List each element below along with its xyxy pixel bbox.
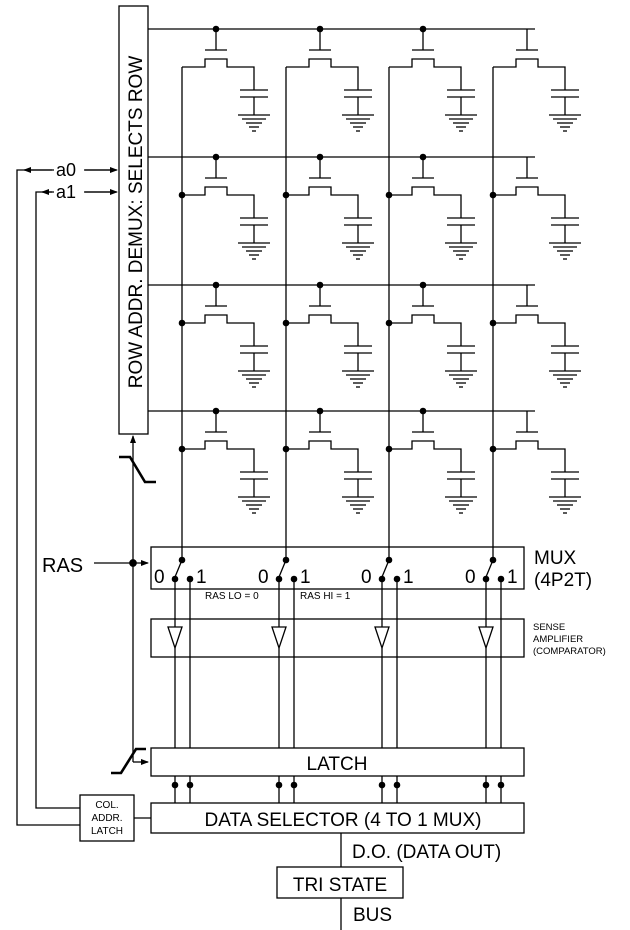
col-addr-line2: ADDR.: [91, 813, 122, 824]
mux-box: [150, 546, 525, 590]
comparator-label: (COMPARATOR): [533, 646, 606, 657]
ras-label: RAS: [42, 555, 83, 577]
switch-pos-0-label: 0: [258, 567, 269, 588]
memory-cell: [385, 153, 477, 260]
memory-cell: [282, 153, 374, 260]
junction-dot: [290, 781, 298, 789]
amplifier-triangle-icon: [478, 626, 494, 651]
ras-lo-note: RAS LO = 0: [205, 591, 259, 602]
ras-rising-edge-icon: [111, 747, 146, 775]
address-inputs: [16, 167, 118, 826]
junction-dot: [282, 445, 290, 453]
switch-pos-0-label: 0: [465, 567, 476, 588]
tri-state-label: TRI STATE: [293, 875, 387, 896]
junction-dot: [497, 781, 505, 789]
memory-cell: [282, 407, 374, 514]
amplifier: [374, 579, 398, 748]
memory-cell: [385, 407, 477, 514]
ras-signal: [94, 435, 156, 775]
memory-cell: [178, 407, 270, 514]
mux-label: MUX: [534, 548, 577, 569]
a1-label: a1: [56, 182, 76, 202]
row-address-demux: ROW ADDR. DEMUX: SELECTS ROW: [118, 5, 149, 435]
junction-dot: [385, 319, 393, 327]
latch-output: [171, 776, 194, 803]
memory-cell: [389, 25, 477, 132]
junction-dot: [489, 191, 497, 199]
sense-label: SENSE: [533, 622, 565, 633]
junction-dot: [482, 781, 490, 789]
switch-pos-1-label: 1: [300, 567, 311, 588]
amplifier-triangle-icon: [167, 626, 183, 651]
memory-cell: [286, 25, 374, 132]
amplifier: [271, 579, 295, 748]
latch-output: [275, 776, 298, 803]
junction-dot: [385, 191, 393, 199]
memory-cell: [493, 29, 581, 132]
sense-amplifier-box: [150, 618, 525, 658]
junction-dot: [378, 781, 386, 789]
latch-label: LATCH: [307, 754, 368, 775]
data-selector-box: [150, 802, 525, 834]
amplifier-label: AMPLIFIER: [533, 634, 583, 645]
junction-dot: [489, 445, 497, 453]
mux-type-label: (4P2T): [534, 570, 592, 591]
switch-pos-1-label: 1: [403, 567, 414, 588]
amplifier: [478, 579, 502, 748]
sense-amplifiers: [167, 579, 502, 748]
junction-dot: [171, 781, 179, 789]
junction-dot: [282, 319, 290, 327]
junction-dot: [385, 445, 393, 453]
junction-dot: [178, 191, 186, 199]
row-demux-label: ROW ADDR. DEMUX: SELECTS ROW: [126, 56, 147, 389]
memory-cell: [385, 281, 477, 388]
col-addr-line1: COL.: [95, 800, 118, 811]
latch-box: [150, 747, 525, 777]
memory-cell-array: [148, 25, 581, 560]
col-addr-latch-box: [79, 794, 135, 842]
memory-cell: [489, 157, 581, 260]
memory-cell: [489, 411, 581, 514]
memory-cell: [178, 281, 270, 388]
latch-wires: [171, 776, 505, 803]
ras-falling-edge-icon: [119, 455, 156, 484]
latch-output: [378, 776, 401, 803]
memory-cell: [182, 25, 270, 132]
switch-pos-0-label: 0: [361, 567, 372, 588]
memory-cell: [282, 281, 374, 388]
bus-label: BUS: [353, 905, 392, 926]
amplifier-triangle-icon: [271, 626, 287, 651]
switch-pos-1-label: 1: [507, 567, 518, 588]
tri-state-box: [276, 866, 404, 899]
junction-dot: [393, 781, 401, 789]
junction-dot: [489, 319, 497, 327]
data-selector-label: DATA SELECTOR (4 TO 1 MUX): [205, 810, 482, 831]
junction-dot: [178, 445, 186, 453]
col-addr-line3: LATCH: [91, 826, 123, 837]
amplifier: [167, 579, 191, 748]
junction-dot: [178, 319, 186, 327]
junction-dot: [275, 781, 283, 789]
data-out-label: D.O. (DATA OUT): [352, 842, 501, 863]
memory-cell: [489, 285, 581, 388]
latch-output: [482, 776, 505, 803]
ras-hi-note: RAS HI = 1: [300, 591, 351, 602]
memory-cell: [178, 153, 270, 260]
amplifier-triangle-icon: [374, 626, 390, 651]
a0-label: a0: [56, 160, 76, 180]
switch-pos-1-label: 1: [196, 567, 207, 588]
junction-dot: [186, 781, 194, 789]
switch-pos-0-label: 0: [154, 567, 165, 588]
junction-dot: [282, 191, 290, 199]
